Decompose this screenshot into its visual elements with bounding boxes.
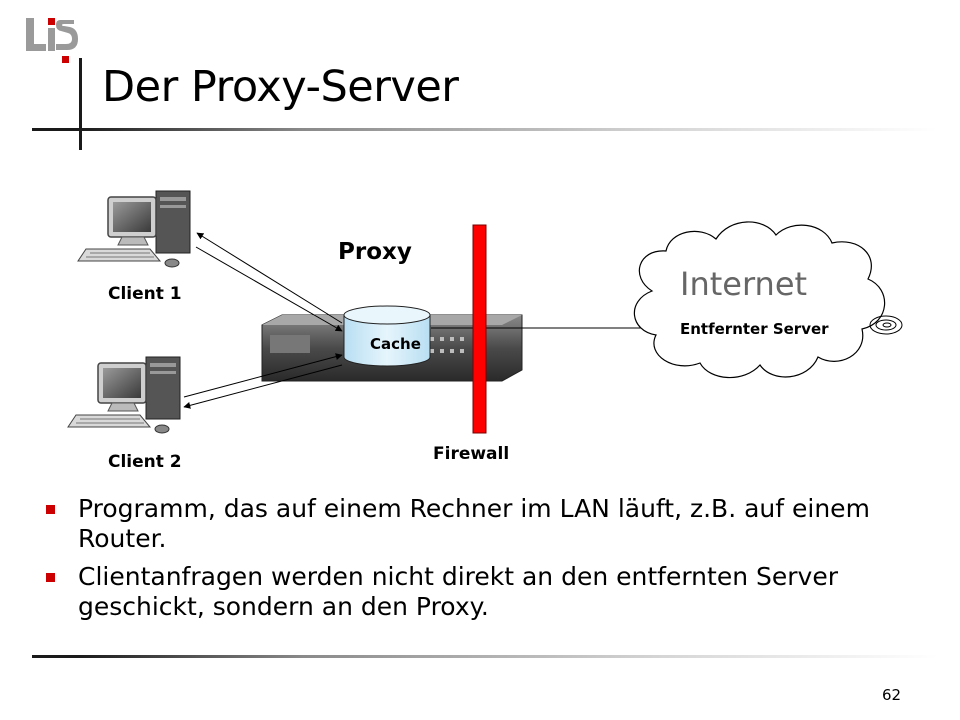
bullet-text: Programm, das auf einem Rechner im LAN l… — [78, 494, 870, 553]
lis-logo — [26, 18, 78, 63]
slide-title: Der Proxy-Server — [102, 62, 459, 112]
firewall-bar — [472, 224, 487, 434]
proxy-diagram: Client 1 Client 2 Proxy Cache — [67, 190, 903, 472]
bullet-text: Clientanfragen werden nicht direkt an de… — [78, 562, 838, 621]
client1-label: Client 1 — [108, 284, 182, 304]
swirl-icon — [869, 315, 903, 335]
firewall-label: Firewall — [433, 444, 509, 464]
bullet-item: Clientanfragen werden nicht direkt an de… — [40, 562, 940, 622]
page-number: 62 — [882, 686, 902, 704]
client2-computer-icon — [67, 356, 181, 434]
bullet-item: Programm, das auf einem Rechner im LAN l… — [40, 494, 940, 554]
bullet-square-icon — [46, 573, 55, 582]
bullet-list: Programm, das auf einem Rechner im LAN l… — [40, 494, 940, 630]
cache-cylinder-icon — [343, 305, 431, 367]
internet-label: Internet — [680, 265, 807, 303]
remote-server-label: Entfernter Server — [680, 320, 829, 338]
footer-rule — [32, 655, 937, 658]
client2-label: Client 2 — [108, 452, 182, 472]
bullet-square-icon — [46, 505, 55, 514]
cache-label: Cache — [370, 335, 421, 353]
internet-cloud-icon — [633, 221, 886, 379]
client1-computer-icon — [77, 190, 191, 268]
title-underline — [32, 128, 937, 131]
title-vertical-rule — [79, 58, 82, 150]
proxy-label: Proxy — [338, 239, 412, 265]
